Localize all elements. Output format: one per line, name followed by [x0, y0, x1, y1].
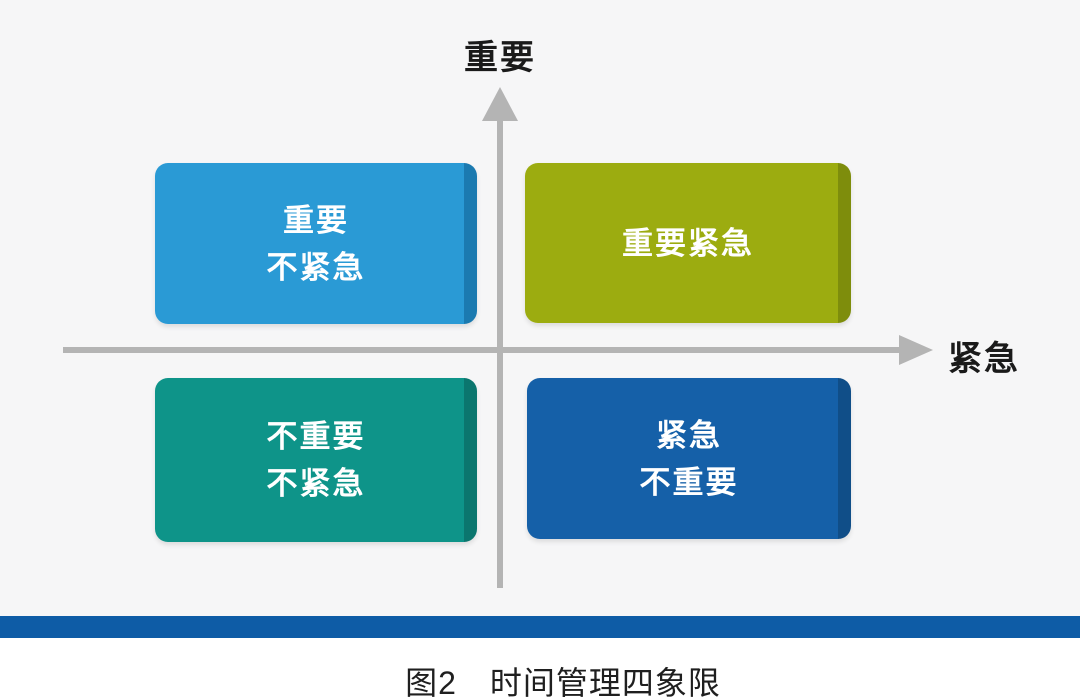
quadrant-label-line: 不紧急	[266, 249, 366, 285]
y-axis-label: 重要	[464, 39, 536, 77]
quadrant-not-important-not-urgent: 不重要 不紧急	[155, 378, 477, 542]
quadrant-label-line: 不重要	[639, 464, 739, 500]
right-arrowhead-icon	[899, 335, 933, 365]
x-axis-label: 紧急	[948, 340, 1020, 378]
quadrant-chart-area: 重要 紧急 重要 不紧急 重要紧急 不重要 不紧急 紧急 不重要	[63, 39, 1020, 588]
caption-area: 图2 时间管理四象限	[0, 638, 1080, 699]
figure-caption: 图2 时间管理四象限	[405, 665, 721, 699]
quadrant-label-line: 重要紧急	[622, 225, 754, 261]
quadrant-urgent-not-important: 紧急 不重要	[527, 378, 851, 539]
quadrant-label-line: 紧急	[656, 417, 722, 453]
up-arrowhead-icon	[482, 87, 518, 121]
bottom-divider-bar	[0, 616, 1080, 638]
quadrant-label-line: 不紧急	[266, 466, 366, 501]
quadrant-important-urgent: 重要紧急	[525, 163, 851, 323]
horizontal-axis-line	[63, 347, 903, 353]
quadrant-label-line: 不重要	[266, 419, 366, 454]
quadrant-label-line: 重要	[283, 202, 349, 238]
quadrant-important-not-urgent: 重要 不紧急	[155, 163, 477, 324]
